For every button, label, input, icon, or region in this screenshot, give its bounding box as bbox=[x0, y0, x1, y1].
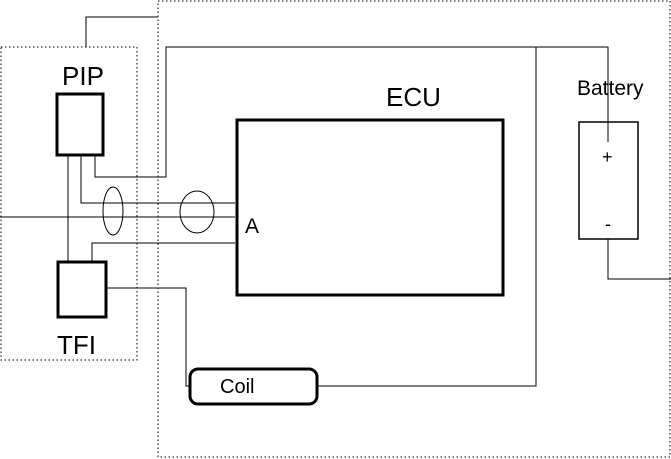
node-a-label: A bbox=[245, 215, 259, 238]
battery-label: Battery bbox=[577, 77, 644, 100]
wire-shield-ellipse-left bbox=[102, 186, 124, 236]
coil-label: Coil bbox=[220, 376, 254, 398]
ecu-box bbox=[235, 118, 505, 297]
wiring bbox=[0, 16, 671, 387]
wire-shield-ellipse-right bbox=[179, 190, 215, 234]
pip-to-battery-wire bbox=[94, 46, 609, 178]
top-lead-wire bbox=[85, 16, 158, 47]
coil-box bbox=[188, 367, 319, 406]
tfi-to-coil-wire bbox=[106, 287, 190, 387]
pip-label: PIP bbox=[62, 61, 104, 91]
battery-ground-wire bbox=[607, 238, 671, 280]
battery-minus-label: - bbox=[605, 214, 611, 234]
outer-module-enclosure bbox=[157, 0, 671, 458]
battery-plus-label: + bbox=[602, 147, 613, 167]
ecu-label: ECU bbox=[386, 82, 441, 112]
tfi-to-ecu-wire bbox=[91, 242, 235, 262]
coil-return-wire bbox=[317, 47, 537, 387]
pip-box bbox=[55, 92, 105, 157]
tfi-box bbox=[56, 260, 108, 319]
pip-signal-wire bbox=[80, 155, 235, 204]
tfi-label: TFI bbox=[57, 330, 96, 360]
